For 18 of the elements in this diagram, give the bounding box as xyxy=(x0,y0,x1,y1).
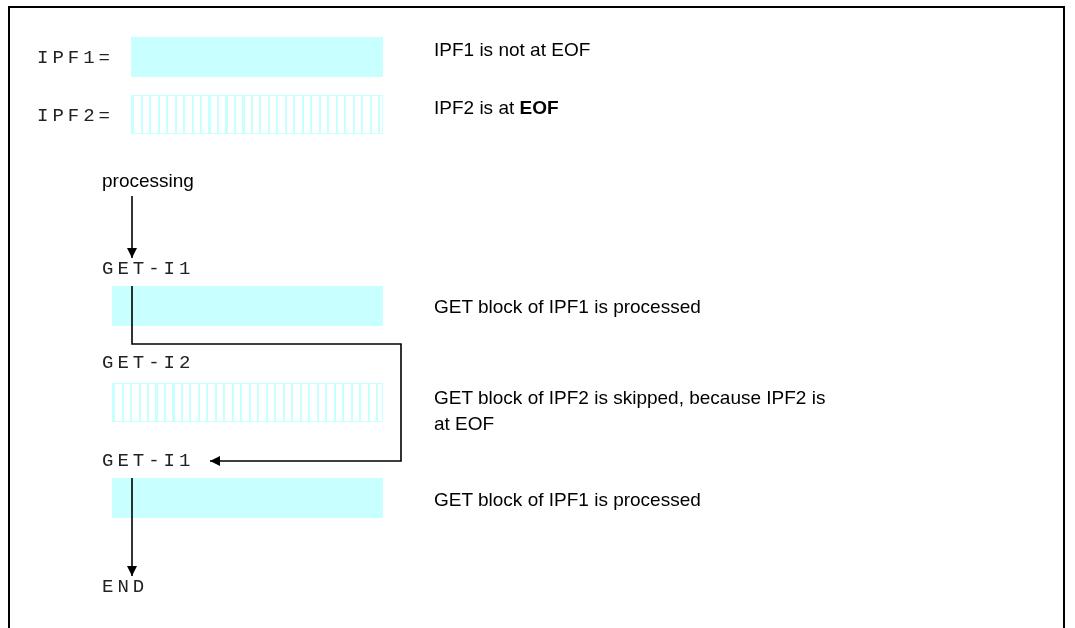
description-text: GET block of IPF1 is processed xyxy=(434,488,702,512)
variable-label: IPF1= xyxy=(37,47,114,69)
description-text: GET block of IPF2 is skipped, because IPF2 is at EOF xyxy=(434,386,827,436)
description-text: IPF2 is at EOF xyxy=(434,96,560,120)
step-label: processing xyxy=(102,170,194,191)
block-label: GET-I2 xyxy=(102,352,195,374)
hatched-bar xyxy=(112,383,383,422)
bar xyxy=(112,286,383,326)
description-text: IPF1 is not at EOF xyxy=(434,38,592,62)
variable-label: IPF2= xyxy=(37,105,114,127)
arrow xyxy=(131,285,402,466)
arrow xyxy=(127,477,137,577)
description-text: GET block of IPF1 is processed xyxy=(434,295,702,319)
block-label: GET-I1 xyxy=(102,258,195,280)
bar xyxy=(112,478,383,518)
block-label: GET-I1 xyxy=(102,450,196,472)
arrow xyxy=(127,195,137,259)
block-label: END xyxy=(102,576,149,598)
